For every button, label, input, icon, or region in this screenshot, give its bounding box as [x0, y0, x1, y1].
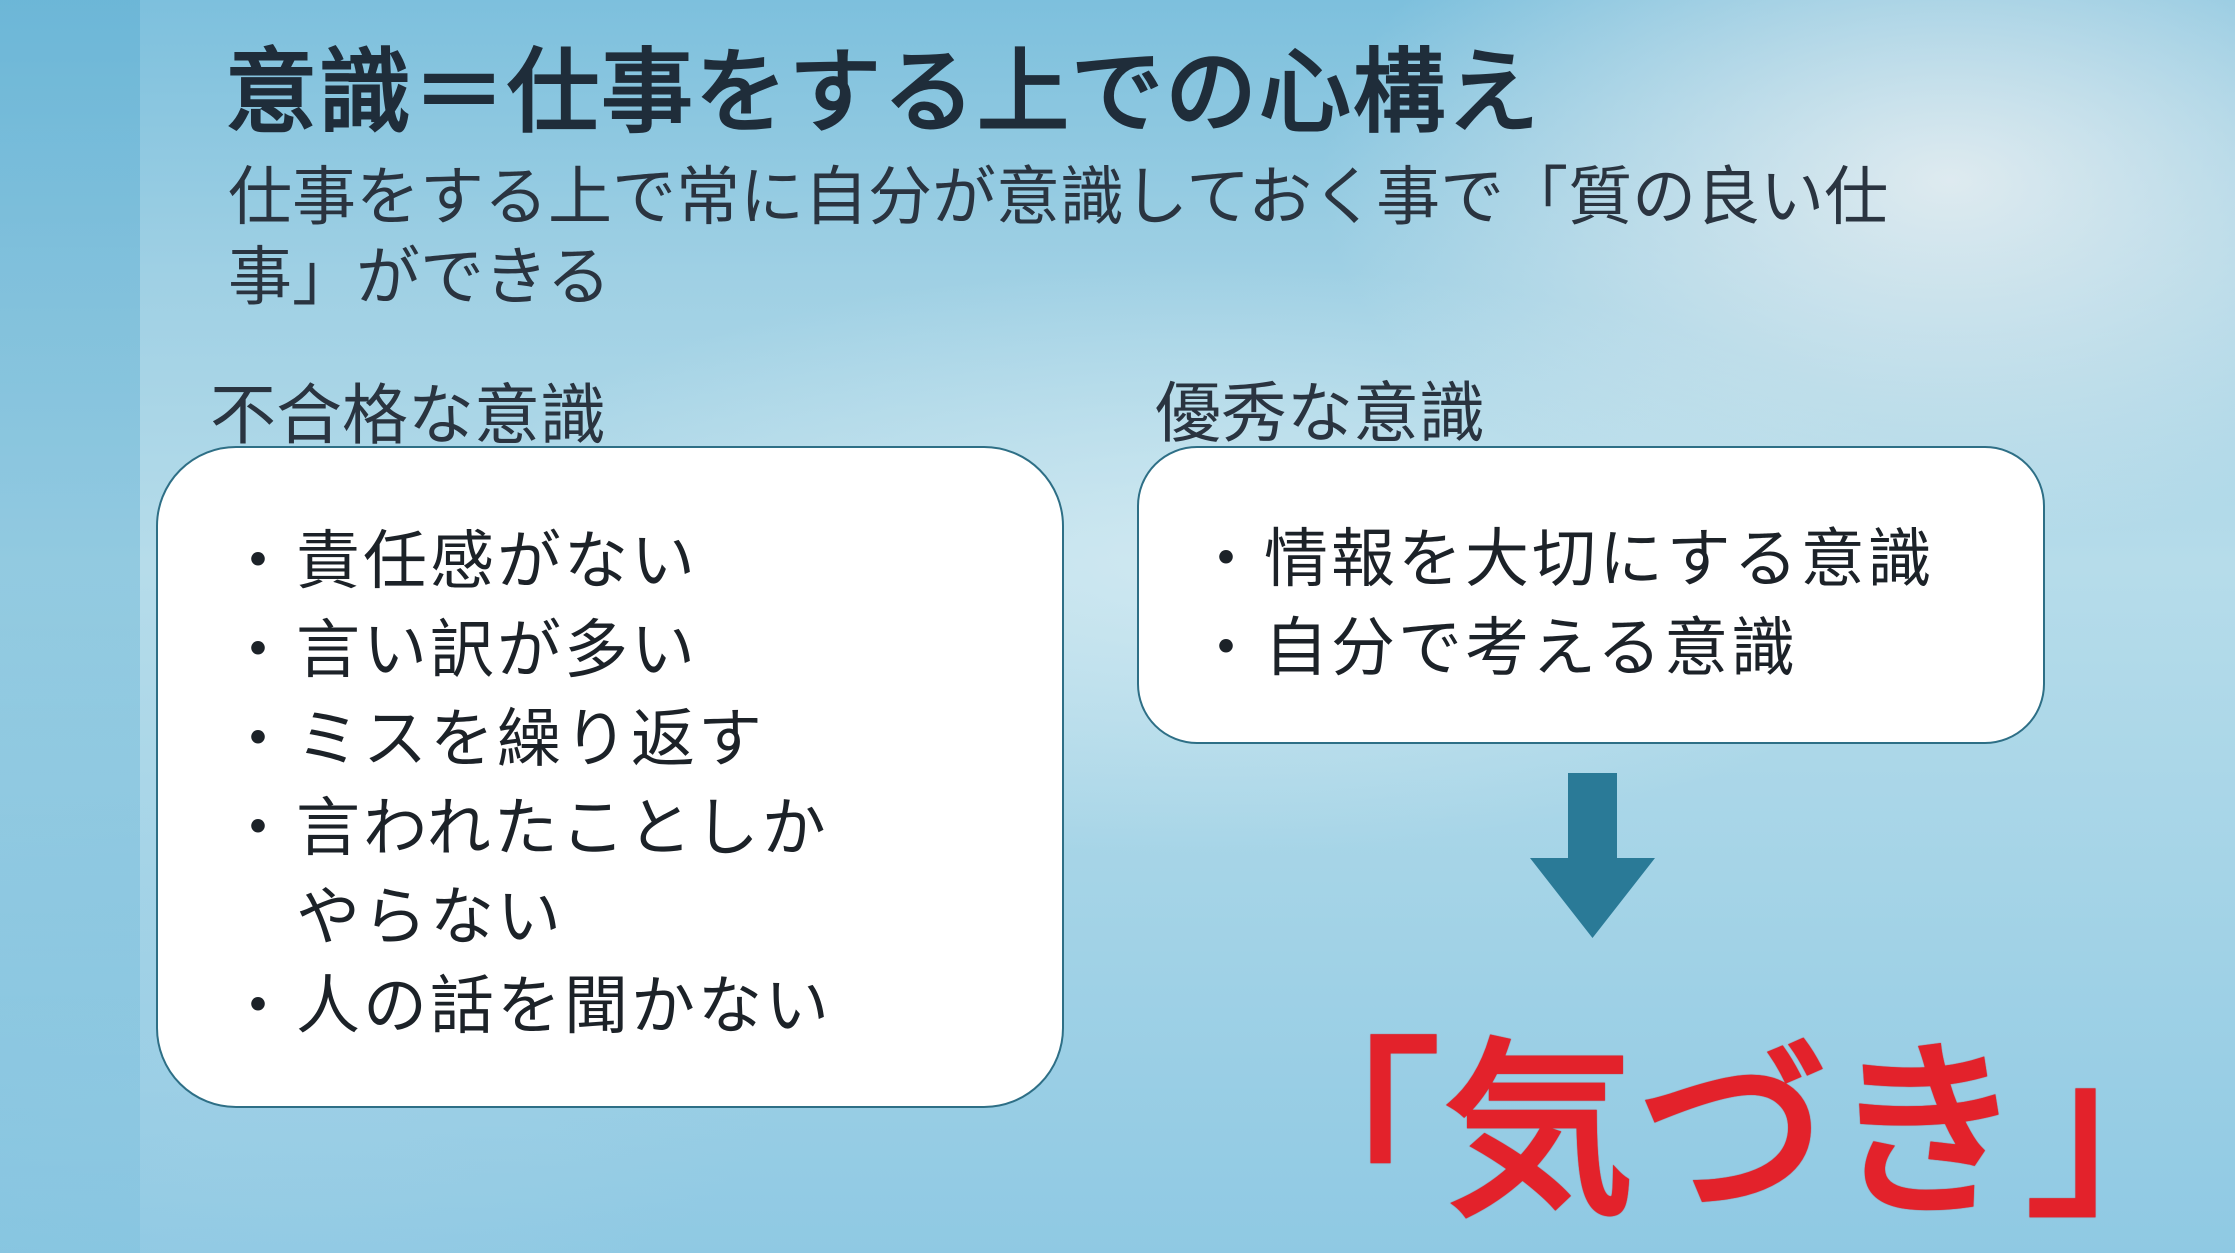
list-item-text: 人の話を聞かない: [296, 970, 832, 1044]
list-item-text: 責任感がない: [296, 525, 698, 599]
bullet: ・: [226, 525, 293, 599]
bullet: ・: [226, 614, 293, 688]
down-arrow-icon: [1530, 773, 1655, 938]
list-item: ・自分で考える意識: [1194, 605, 2023, 694]
slide-subtitle: 仕事をする上で常に自分が意識しておく事で「質の良い仕事」ができる: [228, 161, 1889, 315]
list-item-text: ミスを繰り返す: [296, 703, 765, 777]
bullet: ・: [1194, 612, 1261, 686]
down-arrow-shape: [1530, 773, 1655, 938]
failing-mindset-list: ・責任感がない ・言い訳が多い ・ミスを繰り返す ・言われたことしか やらない …: [226, 518, 1022, 1052]
list-item: ・人の話を聞かない: [226, 963, 1022, 1052]
list-item: ・言われたことしか やらない: [226, 785, 1022, 963]
list-item: ・責任感がない: [226, 518, 1022, 607]
excellent-mindset-list: ・情報を大切にする意識 ・自分で考える意識: [1194, 516, 2023, 694]
list-item: ・言い訳が多い: [226, 607, 1022, 696]
list-item-text: 言われたことしか やらない: [296, 792, 829, 955]
list-item-text: 情報を大切にする意識: [1264, 523, 1935, 597]
list-item: ・情報を大切にする意識: [1194, 516, 2023, 605]
list-item: ・ミスを繰り返す: [226, 696, 1022, 785]
excellent-mindset-box: ・情報を大切にする意識 ・自分で考える意識: [1137, 446, 2045, 744]
list-item-text: 言い訳が多い: [296, 614, 698, 688]
bullet: ・: [226, 703, 293, 777]
bullet: ・: [1194, 523, 1261, 597]
excellent-mindset-label: 優秀な意識: [1155, 375, 1485, 452]
bullet: ・: [226, 792, 293, 866]
failing-mindset-label: 不合格な意識: [210, 377, 606, 454]
slide-title: 意識＝仕事をする上での心構え: [225, 39, 1542, 146]
list-item-text: 自分で考える意識: [1264, 612, 1799, 686]
failing-mindset-box: ・責任感がない ・言い訳が多い ・ミスを繰り返す ・言われたことしか やらない …: [156, 446, 1064, 1108]
bullet: ・: [226, 970, 293, 1044]
background-band: [0, 0, 140, 1253]
conclusion-text: 「気づき」: [1250, 1022, 2221, 1243]
